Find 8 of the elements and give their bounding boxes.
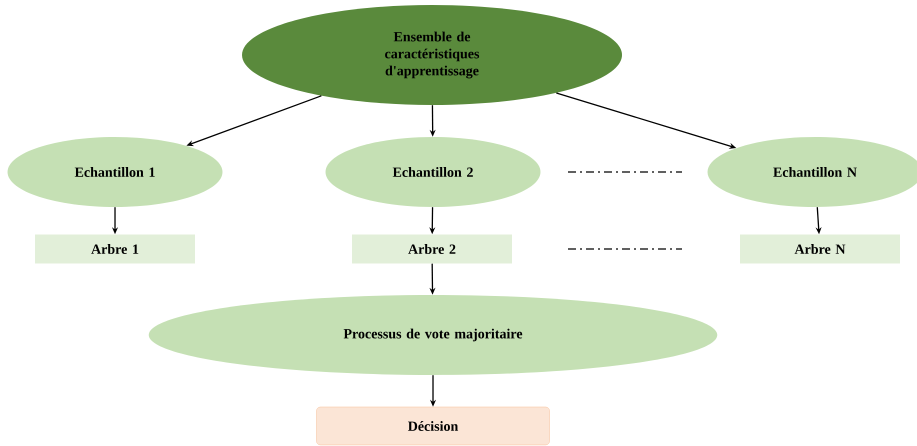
ellipse-node: Processus de vote majoritaire xyxy=(148,294,718,375)
result-box: Décision xyxy=(316,406,550,446)
ellipse-node: Echantillon 1 xyxy=(8,137,222,207)
ellipse-node: Echantillon 2 xyxy=(326,137,540,207)
label-box: Arbre 1 xyxy=(35,234,195,264)
ellipse-node: Ensemble de caractéristiques d'apprentissage xyxy=(242,5,622,105)
label-box: Arbre N xyxy=(740,234,900,264)
label-box: Arbre 2 xyxy=(352,234,512,264)
